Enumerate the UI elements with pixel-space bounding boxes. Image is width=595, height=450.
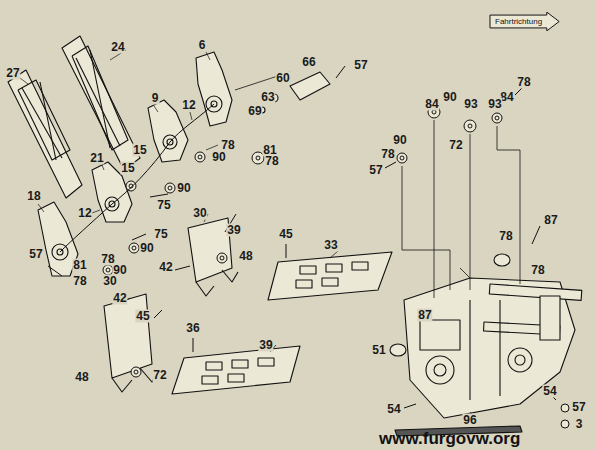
direction-arrow: Fahrtrichtung [489, 12, 560, 31]
callout-number: 57 [571, 401, 586, 414]
callout-number: 90 [139, 242, 154, 255]
frame-part [8, 70, 82, 198]
callout-number: 78 [530, 264, 545, 277]
callout-number: 15 [120, 162, 135, 175]
callout-number: 69 [247, 105, 262, 118]
callout-number: 48 [74, 371, 89, 384]
callout-number: 42 [112, 292, 127, 305]
callout-number: 93 [463, 98, 478, 111]
callout-number: 78 [516, 76, 531, 89]
leader-lines [20, 50, 476, 418]
callout-number: 90 [211, 151, 226, 164]
callout-number: 60 [275, 72, 290, 85]
bracket-part [290, 72, 330, 100]
callout-number: 27 [5, 67, 20, 80]
callout-number: 21 [89, 152, 104, 165]
callout-number: 75 [156, 199, 171, 212]
callout-number: 63 [260, 91, 275, 104]
assembly-lines [235, 72, 520, 298]
callout-number: 78 [498, 230, 513, 243]
callout-number: 78 [380, 148, 395, 161]
fasteners [48, 66, 569, 428]
arrow-shape [490, 12, 559, 31]
direction-label: Fahrtrichtung [495, 17, 542, 26]
callout-number: 9 [151, 92, 160, 105]
callout-number: 18 [26, 190, 41, 203]
callout-number: 72 [152, 369, 167, 382]
callout-number: 57 [28, 248, 43, 261]
callout-number: 78 [264, 155, 279, 168]
floor-plate [268, 252, 392, 300]
watermark: www.furgovw.org [378, 432, 521, 445]
callout-number: 39 [258, 339, 273, 352]
callout-number: 87 [543, 214, 558, 227]
callout-number: 90 [392, 134, 407, 147]
callout-number: 48 [238, 250, 253, 263]
callout-number: 57 [368, 164, 383, 177]
callout-number: 33 [323, 239, 338, 252]
callout-number: 30 [192, 207, 207, 220]
callout-number: 12 [181, 99, 196, 112]
callout-number: 54 [542, 385, 557, 398]
callout-number: 30 [102, 275, 117, 288]
callout-number: 54 [386, 403, 401, 416]
callout-number: 87 [417, 309, 432, 322]
callout-number: 36 [185, 322, 200, 335]
cable [60, 104, 214, 252]
callout-number: 96 [462, 414, 477, 427]
callout-number: 51 [371, 344, 386, 357]
callout-number: 75 [153, 228, 168, 241]
callout-number: 6 [198, 39, 207, 52]
callout-number: 45 [278, 228, 293, 241]
callout-number: 45 [135, 310, 150, 323]
callout-number: 81 [72, 259, 87, 272]
callout-number: 12 [77, 207, 92, 220]
callout-number: 3 [575, 418, 584, 431]
frame-part [62, 36, 140, 170]
callout-number: 72 [448, 139, 463, 152]
callout-number: 84 [424, 98, 439, 111]
cover-plate [104, 294, 152, 378]
floor-plate [172, 346, 300, 394]
callout-number: 90 [176, 182, 191, 195]
seat-base [404, 278, 575, 418]
callout-number: 15 [132, 144, 147, 157]
callout-number: 57 [353, 59, 368, 72]
callout-number: 24 [110, 41, 125, 54]
callout-number: 42 [158, 261, 173, 274]
callout-number: 66 [301, 56, 316, 69]
callout-number: 93 [487, 98, 502, 111]
callout-number: 90 [442, 91, 457, 104]
callout-number: 39 [226, 224, 241, 237]
callout-number: 78 [72, 275, 87, 288]
